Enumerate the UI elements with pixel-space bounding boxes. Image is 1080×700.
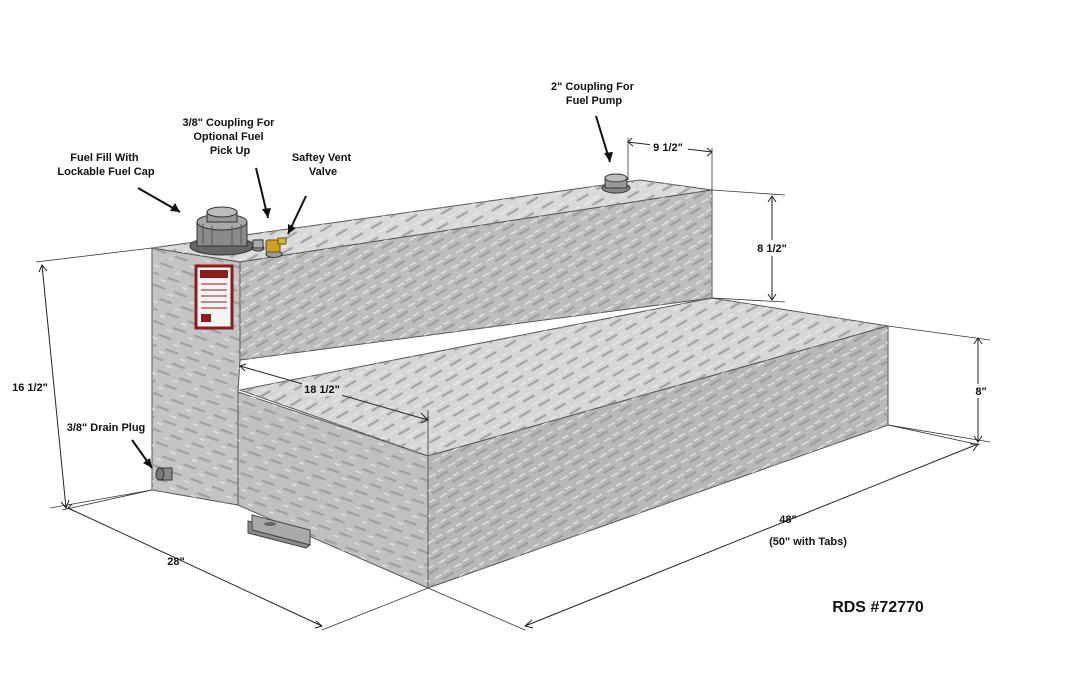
dim-top-depth: 9 1/2": [653, 142, 683, 154]
callout-vent: Saftey Vent Valve: [292, 152, 354, 178]
dim-step-depth: 18 1/2": [304, 384, 340, 396]
fuel-cap-icon: [189, 206, 255, 256]
drain-plug-icon: [155, 467, 173, 481]
coupling-38-icon: [251, 239, 265, 252]
dim-overall-height: 16 1/2": [12, 382, 48, 394]
dim-lower-height: 8": [975, 386, 986, 398]
callout-coupling-2: 2" Coupling For Fuel Pump: [551, 81, 637, 107]
coupling-2-icon: [601, 173, 631, 194]
callout-drain: 3/8" Drain Plug: [67, 422, 146, 434]
dimension-lines: [35, 137, 991, 631]
warning-label-icon: [194, 264, 234, 330]
part-number: RDS #72770: [832, 599, 924, 616]
callout-fuel-fill: Fuel Fill With Lockable Fuel Cap: [57, 152, 154, 178]
dim-length: 48": [779, 514, 796, 526]
mounting-tab-icon: [247, 514, 312, 549]
dim-width: 28": [167, 556, 184, 568]
vent-valve-icon: [265, 237, 287, 258]
dim-length-note: (50" with Tabs): [769, 536, 847, 548]
dim-upper-height: 8 1/2": [757, 243, 787, 255]
tank-body: [151, 179, 889, 589]
callout-coupling-38: 3/8" Coupling For Optional Fuel Pick Up: [182, 117, 277, 157]
callout-arrows: [131, 115, 613, 469]
